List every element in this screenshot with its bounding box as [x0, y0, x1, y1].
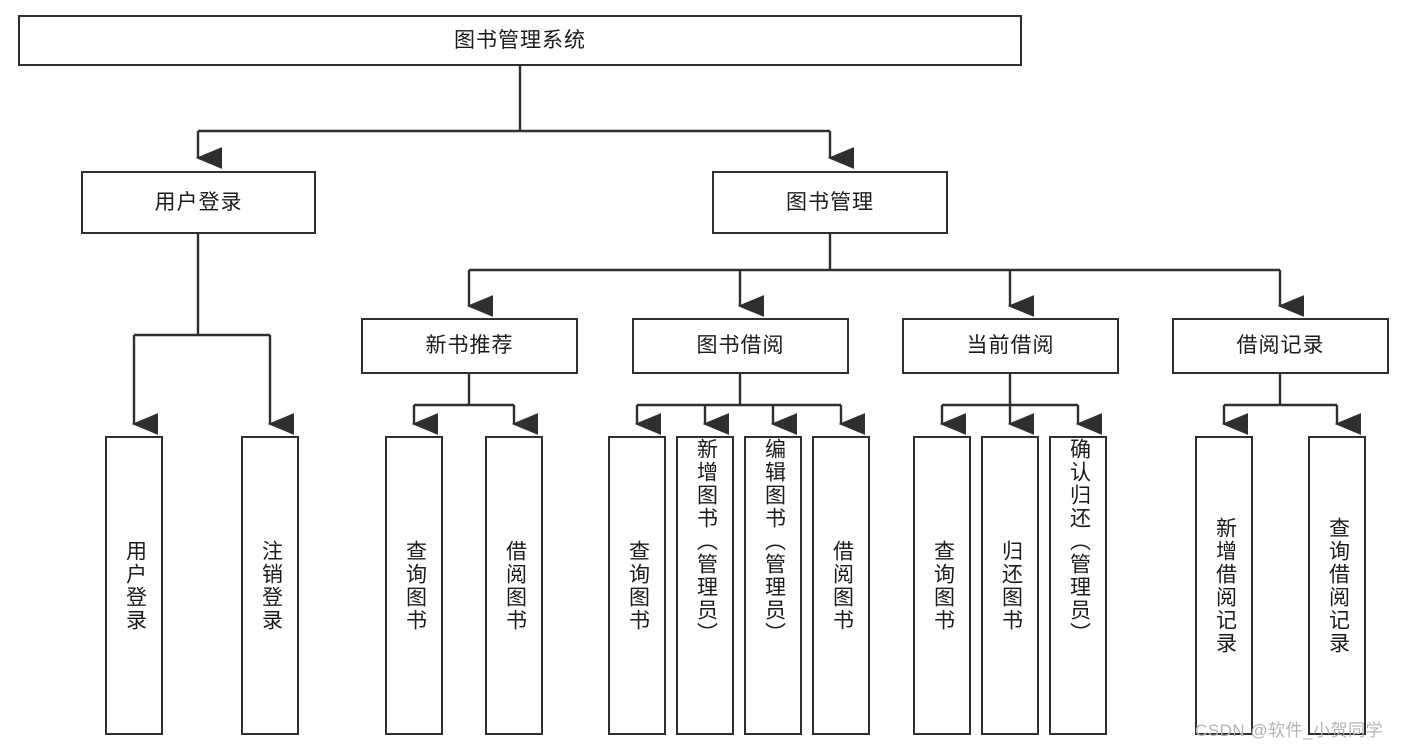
- leaf-borrow-add-book-label: 新增图书（管理员）: [694, 438, 718, 645]
- node-new-book-recommend-label: 新书推荐: [425, 334, 514, 358]
- leaf-recommend-query-book[interactable]: 查询图书: [385, 436, 443, 735]
- node-current-borrow-label: 当前借阅: [966, 334, 1055, 358]
- leaf-record-add-record-label: 新增借阅记录: [1213, 516, 1237, 655]
- leaf-borrow-edit-book-label: 编辑图书（管理员）: [762, 438, 786, 645]
- node-user-login[interactable]: 用户登录: [81, 171, 316, 234]
- leaf-borrow-borrow-book[interactable]: 借阅图书: [812, 436, 870, 735]
- node-user-login-label: 用户登录: [154, 190, 243, 214]
- node-book-management[interactable]: 图书管理: [712, 171, 948, 234]
- leaf-recommend-borrow-book[interactable]: 借阅图书: [485, 436, 543, 735]
- leaf-current-query-book-label: 查询图书: [931, 539, 955, 632]
- leaf-recommend-borrow-book-label: 借阅图书: [503, 539, 527, 632]
- leaf-user-login-signin-label: 用户登录: [123, 539, 147, 632]
- leaf-current-confirm-return[interactable]: 确认归还（管理员）: [1049, 436, 1107, 735]
- leaf-user-login-signout-label: 注销登录: [259, 539, 283, 632]
- leaf-record-query-record[interactable]: 查询借阅记录: [1308, 436, 1366, 735]
- leaf-user-login-signout[interactable]: 注销登录: [241, 436, 299, 735]
- node-root[interactable]: 图书管理系统: [18, 15, 1022, 66]
- leaf-user-login-signin[interactable]: 用户登录: [105, 436, 163, 735]
- leaf-record-query-record-label: 查询借阅记录: [1326, 516, 1350, 655]
- leaf-current-return-book[interactable]: 归还图书: [981, 436, 1039, 735]
- leaf-current-return-book-label: 归还图书: [999, 539, 1023, 632]
- leaf-borrow-add-book[interactable]: 新增图书（管理员）: [676, 436, 734, 735]
- node-borrow-record[interactable]: 借阅记录: [1172, 318, 1389, 374]
- leaf-borrow-edit-book[interactable]: 编辑图书（管理员）: [744, 436, 802, 735]
- leaf-record-add-record[interactable]: 新增借阅记录: [1195, 436, 1253, 735]
- node-book-borrow[interactable]: 图书借阅: [632, 318, 849, 374]
- node-new-book-recommend[interactable]: 新书推荐: [361, 318, 578, 374]
- leaf-borrow-borrow-book-label: 借阅图书: [830, 539, 854, 632]
- node-root-label: 图书管理系统: [454, 28, 586, 52]
- node-book-management-label: 图书管理: [786, 190, 874, 214]
- leaf-recommend-query-book-label: 查询图书: [403, 539, 427, 632]
- node-borrow-record-label: 借阅记录: [1236, 334, 1325, 358]
- leaf-borrow-query-book-label: 查询图书: [626, 539, 650, 632]
- node-current-borrow[interactable]: 当前借阅: [902, 318, 1119, 374]
- leaf-borrow-query-book[interactable]: 查询图书: [608, 436, 666, 735]
- leaf-current-query-book[interactable]: 查询图书: [913, 436, 971, 735]
- node-book-borrow-label: 图书借阅: [696, 334, 785, 358]
- leaf-current-confirm-return-label: 确认归还（管理员）: [1067, 438, 1091, 645]
